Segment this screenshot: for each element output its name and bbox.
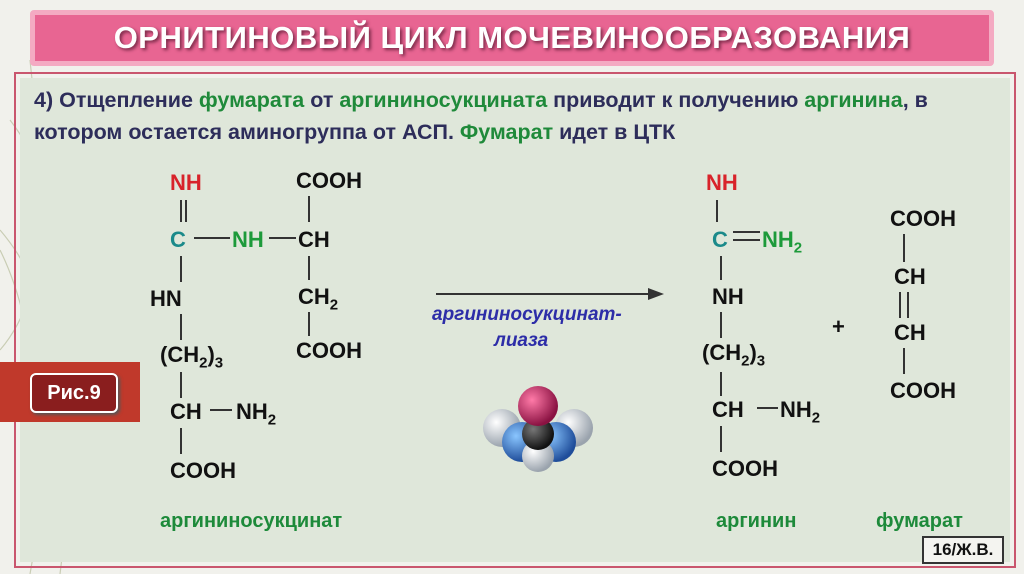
plus-sign: + <box>832 314 845 339</box>
left-ch2-sub3: 3 <box>214 354 224 372</box>
left-ch2-3-text: (CH <box>160 342 200 367</box>
desc-fumarate-2: Фумарат <box>459 120 554 144</box>
fumarate-ch-2: CH <box>894 320 926 345</box>
fumarate-ch-1: CH <box>894 264 926 289</box>
desc-argininosuccinate: аргининосукцината <box>339 88 548 112</box>
molecule-model-image <box>483 386 593 472</box>
enzyme-line-1: аргининосукцинат- <box>432 304 622 325</box>
left-r-ch: CH <box>298 227 330 252</box>
label-argininosuccinate: аргининосукцинат <box>160 510 343 532</box>
right-ch-nh2-sub: 2 <box>811 409 821 427</box>
title-bar: ОРНИТИНОВЫЙ ЦИКЛ МОЧЕВИНООБРАЗОВАНИЯ <box>30 10 994 66</box>
desc-fumarate: фумарата <box>198 88 305 112</box>
right-ch-nh2: NH2 <box>780 397 820 426</box>
right-ch2-3: (CH2)3 <box>702 340 765 369</box>
left-ch2-close: ) <box>207 342 215 367</box>
content-panel <box>20 78 1010 562</box>
page-title: ОРНИТИНОВЫЙ ЦИКЛ МОЧЕВИНООБРАЗОВАНИЯ <box>113 20 911 55</box>
left-nh-top: NH <box>170 170 202 195</box>
right-ch2-sub: 2 <box>741 352 750 370</box>
left-carbon: C <box>170 227 186 252</box>
right-ch2-sub3: 3 <box>756 352 766 370</box>
left-ch2-sub: 2 <box>199 354 208 372</box>
left-nh2-text: NH <box>236 399 268 424</box>
right-ch: CH <box>712 397 744 422</box>
desc-part: 4) Отщепление <box>34 88 199 112</box>
desc-part: , в котором остается аминогруппа от АСП. <box>34 88 928 144</box>
desc-part: от <box>304 88 340 112</box>
fumarate-cooh-bottom: COOH <box>890 378 956 403</box>
description-text: 4) Отщепление фумарата от аргининосукцин… <box>34 84 1004 148</box>
left-nh-link-text: NH <box>232 227 264 252</box>
right-nh2-text: NH <box>762 227 794 252</box>
desc-part: идет в ЦТК <box>553 120 676 144</box>
right-nh2: NH2 <box>762 227 802 256</box>
left-r-cooh-bottom: COOH <box>296 338 362 363</box>
desc-part: приводит к получению <box>547 88 805 112</box>
enzyme-line-2: лиаза <box>494 330 549 351</box>
left-ch: CH <box>170 399 202 424</box>
left-r-cooh-top: COOH <box>296 168 362 193</box>
left-r-ch2: CH2 <box>298 284 338 313</box>
left-nh-link: NH <box>232 227 264 253</box>
left-ch2-3: (CH2)3 <box>160 342 223 371</box>
figure-badge: Рис.9 <box>30 373 118 413</box>
desc-arginine: аргинина <box>804 88 903 112</box>
left-nh2: NH2 <box>236 399 276 428</box>
right-cooh: COOH <box>712 456 778 481</box>
label-fumarate: фумарат <box>876 510 963 532</box>
page-number: 16/Ж.В. <box>922 536 1004 564</box>
right-carbon: C <box>712 227 728 252</box>
left-r-ch2-sub: 2 <box>329 296 339 314</box>
content-frame <box>14 72 1016 568</box>
right-ch-nh2-text: NH <box>780 397 812 422</box>
right-nh-top: NH <box>706 170 738 195</box>
fumarate-cooh-top: COOH <box>890 206 956 231</box>
left-cooh-bottom: COOH <box>170 458 236 483</box>
left-hn: HN <box>150 286 182 311</box>
right-nh: NH <box>712 284 744 309</box>
right-ch2-close: ) <box>749 340 757 365</box>
right-nh2-sub: 2 <box>793 239 803 257</box>
right-ch2-3-text: (CH <box>702 340 742 365</box>
left-r-ch2-text: CH <box>298 284 330 309</box>
left-nh2-sub: 2 <box>267 411 277 429</box>
label-arginine: аргинин <box>716 510 797 532</box>
